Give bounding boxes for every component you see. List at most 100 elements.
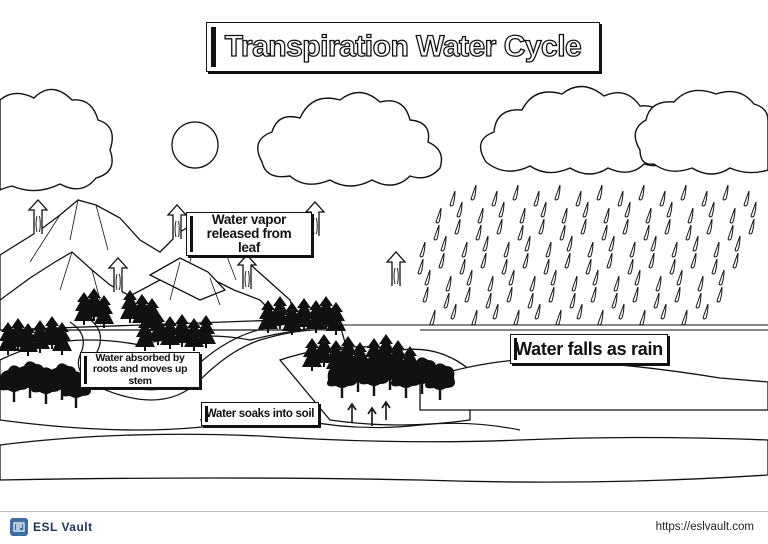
raindrop-icon	[680, 184, 687, 201]
raindrop-icon	[676, 269, 683, 286]
raindrop-icon	[596, 184, 603, 201]
raindrop-icon	[501, 258, 508, 275]
raindrop-icon	[690, 252, 697, 269]
raindrop-icon	[743, 190, 750, 207]
label-tab-mark	[514, 338, 517, 360]
raindrop-icon	[729, 207, 736, 224]
raindrop-icon	[459, 258, 466, 275]
footer-bar: ESL Vault https://eslvault.com	[0, 511, 768, 544]
raindrop-icon	[569, 292, 576, 309]
raindrop-icon	[550, 269, 557, 286]
raindrop-icon	[627, 258, 634, 275]
raindrop-icon	[674, 286, 681, 303]
raindrop-icon	[669, 258, 676, 275]
raindrop-icon	[685, 224, 692, 241]
raindrop-icon	[564, 252, 571, 269]
raindrop-icon	[540, 201, 547, 218]
raindrop-icon	[632, 286, 639, 303]
raindrop-icon	[659, 190, 666, 207]
label-tab-mark	[190, 216, 193, 252]
raindrop-icon	[701, 190, 708, 207]
raindrop-icon	[533, 190, 540, 207]
raindrop-icon	[590, 286, 597, 303]
raindrop-icon	[713, 241, 720, 258]
raindrop-icon	[524, 235, 531, 252]
raindrop-icon	[561, 207, 568, 224]
label-water-vapor: Water vapor released from leaf	[186, 212, 312, 256]
label-water-soaks-text: Water soaks into soil	[205, 407, 315, 420]
raindrop-icon	[513, 309, 520, 326]
raindrop-icon	[538, 218, 545, 235]
raindrop-icon	[492, 303, 499, 320]
raindrop-icon	[716, 286, 723, 303]
raindrop-icon	[681, 309, 688, 326]
raindrop-icon	[529, 275, 536, 292]
raindrop-icon	[424, 269, 431, 286]
raindrop-icon	[554, 184, 561, 201]
raindrop-icon	[592, 269, 599, 286]
raindrop-icon	[711, 258, 718, 275]
raindrop-icon	[445, 275, 452, 292]
raindrop-icon	[545, 241, 552, 258]
raindrop-icon	[643, 224, 650, 241]
raindrop-icon	[571, 275, 578, 292]
raindrop-icon	[722, 184, 729, 201]
raindrop-icon	[419, 241, 426, 258]
label-water-soaks: Water soaks into soil	[201, 402, 319, 426]
raindrop-icon	[527, 292, 534, 309]
raindrop-icon	[566, 235, 573, 252]
raindrop-icon	[601, 224, 608, 241]
raindrop-icon	[727, 224, 734, 241]
site-url: https://eslvault.com	[655, 521, 754, 533]
raindrop-icon	[597, 309, 604, 326]
raindrop-icon	[611, 292, 618, 309]
raindrop-icon	[618, 303, 625, 320]
raindrop-icon	[475, 224, 482, 241]
title-text: Transpiration Water Cycle	[224, 30, 582, 64]
raindrop-icon	[664, 218, 671, 235]
raindrop-icon	[687, 207, 694, 224]
label-tab-mark	[84, 356, 87, 384]
brand-name: ESL Vault	[33, 520, 93, 534]
raindrop-icon	[671, 241, 678, 258]
raindrop-icon	[512, 184, 519, 201]
raindrop-icon	[487, 275, 494, 292]
raindrop-icon	[440, 235, 447, 252]
label-water-absorbed: Water absorbed by roots and moves up ste…	[80, 352, 200, 388]
raindrop-icon	[706, 218, 713, 235]
cloud-icon	[0, 88, 113, 192]
raindrop-icon	[697, 275, 704, 292]
raindrop-icon	[466, 269, 473, 286]
raindrop-icon	[655, 275, 662, 292]
raindrop-icon	[450, 303, 457, 320]
raindrop-icon	[660, 303, 667, 320]
raindrop-icon	[585, 258, 592, 275]
cloud-icon	[257, 91, 443, 187]
raindrop-icon	[666, 201, 673, 218]
raindrop-icon	[449, 190, 456, 207]
raindrop-icon	[485, 292, 492, 309]
label-water-falls-text: Water falls as rain	[515, 338, 663, 359]
raindrop-icon	[638, 184, 645, 201]
raindrop-icon	[543, 258, 550, 275]
raindrop-icon	[464, 286, 471, 303]
raindrop-icon	[471, 309, 478, 326]
raindrop-icon	[645, 207, 652, 224]
raindrop-icon	[491, 190, 498, 207]
raindrop-icon	[417, 258, 424, 275]
raindrop-icon	[508, 269, 515, 286]
raindrop-icon	[608, 235, 615, 252]
raindrop-icon	[454, 218, 461, 235]
raindrop-icon	[433, 224, 440, 241]
raindrop-icon	[496, 218, 503, 235]
rain-drops	[417, 184, 757, 326]
raindrop-icon	[429, 309, 436, 326]
label-water-absorbed-text: Water absorbed by roots and moves up ste…	[92, 352, 188, 387]
raindrop-icon	[702, 303, 709, 320]
raindrop-icon	[750, 201, 757, 218]
raindrop-icon	[624, 201, 631, 218]
raindrop-icon	[461, 241, 468, 258]
raindrop-icon	[695, 292, 702, 309]
raindrop-icon	[498, 201, 505, 218]
